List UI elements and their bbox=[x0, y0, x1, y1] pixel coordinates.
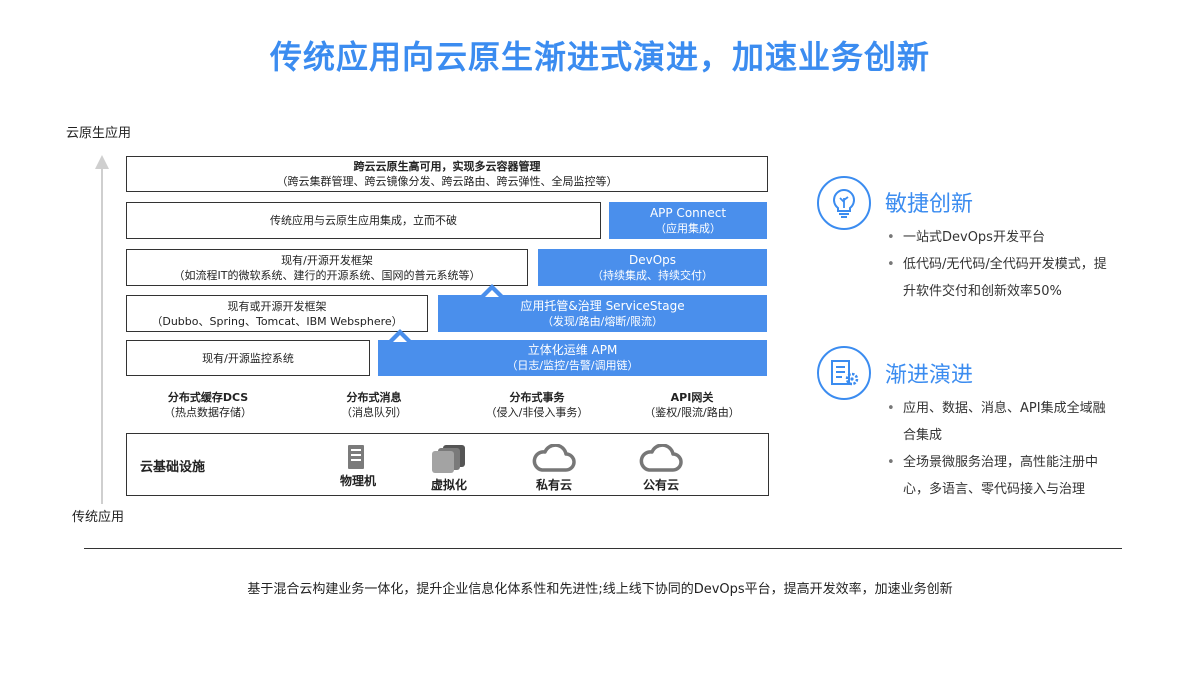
app-connect-detail: （应用集成） bbox=[655, 221, 721, 235]
axis-top-label: 云原生应用 bbox=[66, 126, 132, 141]
servicestage-block: 应用托管&治理 ServiceStage （发现/路由/熔断/限流） bbox=[438, 295, 767, 332]
feature-evolution-title: 渐进演进 bbox=[885, 363, 974, 388]
servicestage-title: 应用托管&治理 ServiceStage bbox=[520, 298, 685, 313]
lightbulb-icon bbox=[817, 176, 871, 230]
footer-divider bbox=[84, 548, 1122, 549]
feature-agile-bullets: 一站式DevOps开发平台 低代码/无代码/全代码开发模式，提 升软件交付和创新… bbox=[885, 224, 1160, 305]
evolution-axis bbox=[101, 168, 103, 504]
public-cloud-icon bbox=[639, 443, 683, 478]
dev-framework-layer: 现有/开源开发框架 （如流程IT的微软系统、建行的开源系统、国网的普元系统等） bbox=[126, 249, 528, 286]
middleware-message-detail: （消息队列） bbox=[341, 406, 407, 419]
servicestage-detail: （发现/路由/熔断/限流） bbox=[541, 314, 664, 328]
bullet-line: 心，多语言、零代码接入与治理 bbox=[903, 482, 1086, 497]
private-cloud-icon bbox=[532, 443, 576, 478]
feature-evolution-bullets: 应用、数据、消息、API集成全域融 合集成 全场景微服务治理，高性能注册中 心，… bbox=[885, 395, 1160, 503]
monitor-layer: 现有/开源监控系统 bbox=[126, 340, 370, 376]
devops-block: DevOps （持续集成、持续交付） bbox=[538, 249, 767, 286]
middleware-api-gateway-title: API网关 bbox=[670, 391, 714, 404]
infra-private-cloud-label: 私有云 bbox=[535, 478, 572, 492]
bullet-line: 升软件交付和创新效率50% bbox=[903, 284, 1062, 299]
bullet-line: 合集成 bbox=[903, 428, 943, 443]
bullet-line: 全场景微服务治理，高性能注册中 bbox=[903, 455, 1099, 470]
bullet-line: 应用、数据、消息、API集成全域融 bbox=[903, 401, 1106, 416]
multicloud-title: 跨云云原生高可用，实现多云容器管理 bbox=[353, 160, 541, 173]
integration-layer: 传统应用与云原生应用集成，立而不破 bbox=[126, 202, 601, 239]
devops-title: DevOps bbox=[628, 252, 677, 267]
feature-evolution-bullet-2: 全场景微服务治理，高性能注册中 心，多语言、零代码接入与治理 bbox=[885, 449, 1160, 503]
caret-inner-icon bbox=[485, 290, 499, 297]
multicloud-layer: 跨云云原生高可用，实现多云容器管理 （跨云集群管理、跨云镜像分发、跨云路由、跨云… bbox=[126, 156, 768, 192]
infrastructure-layer bbox=[126, 433, 769, 496]
feature-agile-title: 敏捷创新 bbox=[885, 192, 974, 217]
middleware-dcs: 分布式缓存DCS （热点数据存储） bbox=[148, 390, 268, 420]
page-title: 传统应用向云原生渐进式演进，加速业务创新 bbox=[269, 38, 930, 76]
monitor-text: 现有/开源监控系统 bbox=[202, 351, 294, 365]
middleware-api-gateway-detail: （鉴权/限流/路由） bbox=[644, 406, 740, 419]
caret-up-icon bbox=[481, 284, 503, 295]
bullet-line: 一站式DevOps开发平台 bbox=[903, 230, 1045, 245]
middleware-message-title: 分布式消息 bbox=[346, 391, 402, 404]
caret-up-icon bbox=[389, 329, 411, 340]
middleware-api-gateway: API网关 （鉴权/限流/路由） bbox=[632, 390, 752, 420]
virtualization-icon bbox=[429, 443, 469, 479]
middleware-transaction-detail: （侵入/非侵入事务） bbox=[485, 406, 589, 419]
integration-text: 传统应用与云原生应用集成，立而不破 bbox=[270, 214, 457, 227]
footer-text: 基于混合云构建业务一体化，提升企业信息化体系性和先进性;线上线下协同的DevOp… bbox=[247, 582, 953, 597]
middleware-dcs-detail: （热点数据存储） bbox=[164, 406, 252, 419]
feature-evolution-bullet-1: 应用、数据、消息、API集成全域融 合集成 bbox=[885, 395, 1160, 449]
middleware-message: 分布式消息 （消息队列） bbox=[314, 390, 434, 420]
apm-block: 立体化运维 APM （日志/监控/告警/调用链） bbox=[378, 340, 767, 376]
feature-agile-bullet-1: 一站式DevOps开发平台 bbox=[885, 224, 1160, 251]
server-icon bbox=[347, 444, 365, 474]
app-connect-block: APP Connect （应用集成） bbox=[609, 202, 767, 239]
open-framework-layer: 现有或开源开发框架 （Dubbo、Spring、Tomcat、IBM Websp… bbox=[126, 295, 428, 332]
axis-arrow-up-icon bbox=[95, 155, 109, 169]
infra-physical-label: 物理机 bbox=[339, 474, 376, 488]
infra-public-cloud-label: 公有云 bbox=[642, 478, 679, 492]
middleware-transaction-title: 分布式事务 bbox=[509, 391, 565, 404]
apm-detail: （日志/监控/告警/调用链） bbox=[506, 359, 639, 372]
document-gear-icon bbox=[817, 346, 871, 400]
open-framework-detail: （Dubbo、Spring、Tomcat、IBM Websphere） bbox=[151, 314, 403, 328]
open-framework-title: 现有或开源开发框架 bbox=[227, 299, 327, 313]
bullet-line: 低代码/无代码/全代码开发模式，提 bbox=[903, 257, 1107, 272]
devops-detail: （持续集成、持续交付） bbox=[592, 268, 713, 282]
infra-virtualization-label: 虚拟化 bbox=[430, 478, 467, 492]
apm-title: 立体化运维 APM bbox=[527, 343, 618, 357]
dev-framework-title: 现有/开源开发框架 bbox=[281, 253, 373, 267]
axis-bottom-label: 传统应用 bbox=[72, 510, 125, 525]
middleware-dcs-title: 分布式缓存DCS bbox=[167, 391, 249, 404]
caret-inner-icon bbox=[393, 335, 407, 342]
app-connect-title: APP Connect bbox=[649, 205, 727, 220]
dev-framework-detail: （如流程IT的微软系统、建行的开源系统、国网的普元系统等） bbox=[173, 268, 481, 282]
feature-agile-bullet-2: 低代码/无代码/全代码开发模式，提 升软件交付和创新效率50% bbox=[885, 251, 1160, 305]
infrastructure-label: 云基础设施 bbox=[140, 460, 206, 475]
multicloud-detail: （跨云集群管理、跨云镜像分发、跨云路由、跨云弹性、全局监控等） bbox=[276, 175, 618, 188]
middleware-transaction: 分布式事务 （侵入/非侵入事务） bbox=[472, 390, 602, 420]
